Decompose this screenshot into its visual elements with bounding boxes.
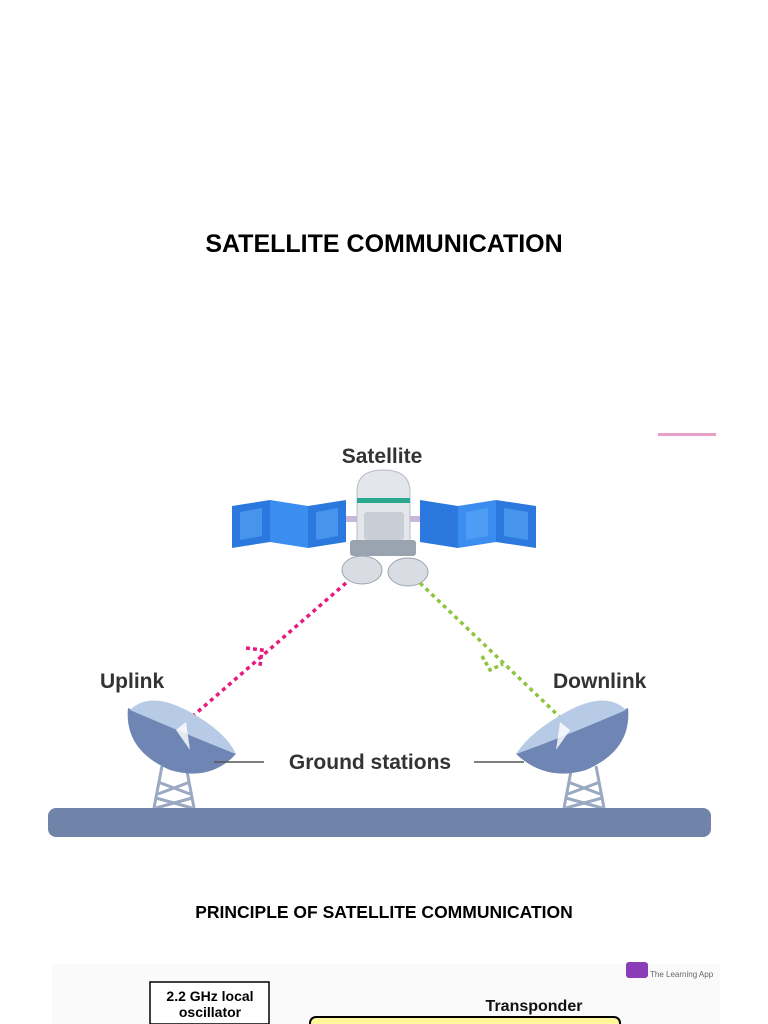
oscillator-label-line2: oscillator — [179, 1004, 242, 1020]
uplink-label: Uplink — [100, 670, 164, 693]
downlink-label: Downlink — [553, 670, 647, 693]
ground-bar — [48, 808, 711, 837]
satellite-label: Satellite — [342, 445, 423, 468]
oscillator-label-line1: 2.2 GHz local — [166, 988, 253, 1004]
transponder-box — [309, 1016, 621, 1024]
left-ground-station-icon — [127, 700, 236, 810]
satellite-communication-diagram: Satellite — [48, 433, 716, 837]
transponder-diagram-preview: 2.2 GHz local oscillator Transponder The… — [52, 962, 720, 1024]
section-title: PRINCIPLE OF SATELLITE COMMUNICATION — [195, 902, 573, 922]
corner-mark — [658, 433, 716, 436]
uplink-arrow — [245, 646, 264, 667]
right-solar-panel — [420, 500, 536, 548]
downlink-arrow — [480, 655, 504, 673]
transponder-label: Transponder — [486, 998, 583, 1015]
downlink-signal-line — [418, 581, 567, 724]
oscillator-box — [149, 981, 270, 1024]
ground-stations-label: Ground stations — [289, 751, 451, 774]
right-ground-station-icon — [516, 700, 629, 810]
satellite-icon — [232, 469, 536, 587]
brand-logo-icon — [626, 962, 648, 978]
page-title: SATELLITE COMMUNICATION — [205, 230, 563, 258]
uplink-signal-line — [184, 581, 348, 724]
left-solar-panel — [232, 500, 346, 548]
brand-tagline: The Learning App — [650, 970, 714, 979]
